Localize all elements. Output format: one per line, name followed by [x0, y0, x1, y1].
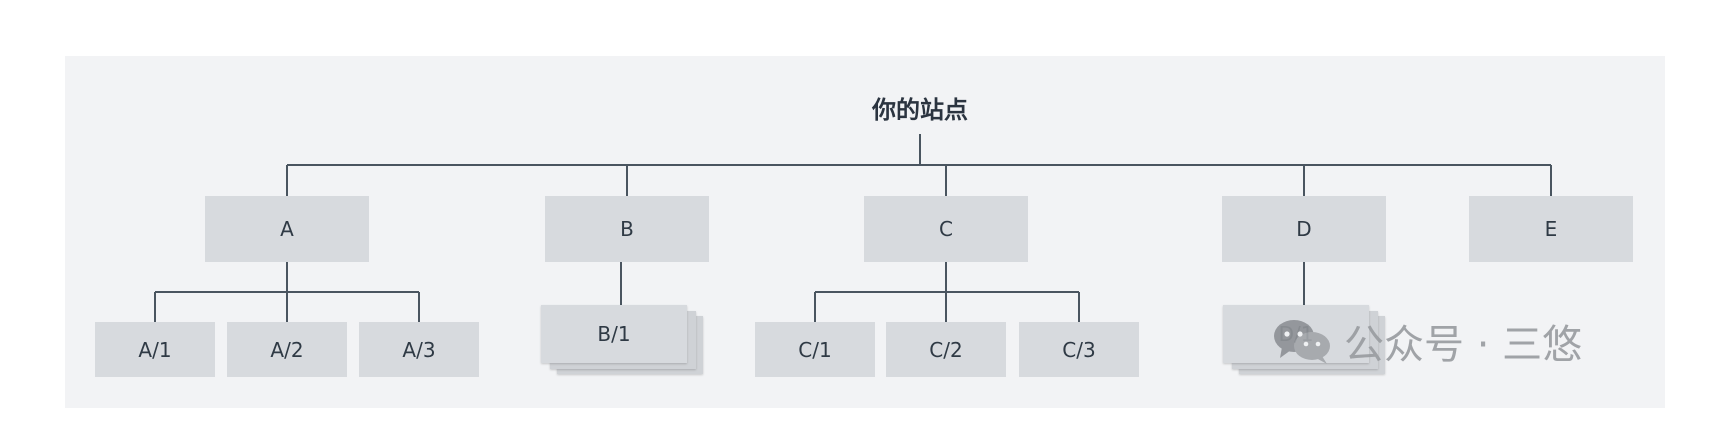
- wechat-icon: [1272, 316, 1334, 366]
- node-c-1: C/1: [755, 322, 875, 377]
- watermark: 公众号 · 三悠: [1272, 316, 1582, 368]
- node-a-3: A/3: [359, 322, 479, 377]
- node-d: D: [1222, 196, 1386, 262]
- node-e: E: [1469, 196, 1633, 262]
- node-a-1: A/1: [95, 322, 215, 377]
- node-c-2: C/2: [886, 322, 1006, 377]
- node-b: B: [545, 196, 709, 262]
- node-c: C: [864, 196, 1028, 262]
- node-c-3: C/3: [1019, 322, 1139, 377]
- watermark-text: 公众号 · 三悠: [1344, 322, 1583, 368]
- node-a: A: [205, 196, 369, 262]
- node-a-2: A/2: [227, 322, 347, 377]
- node-b-1: B/1: [541, 305, 687, 363]
- root-node-label: 你的站点: [872, 96, 968, 124]
